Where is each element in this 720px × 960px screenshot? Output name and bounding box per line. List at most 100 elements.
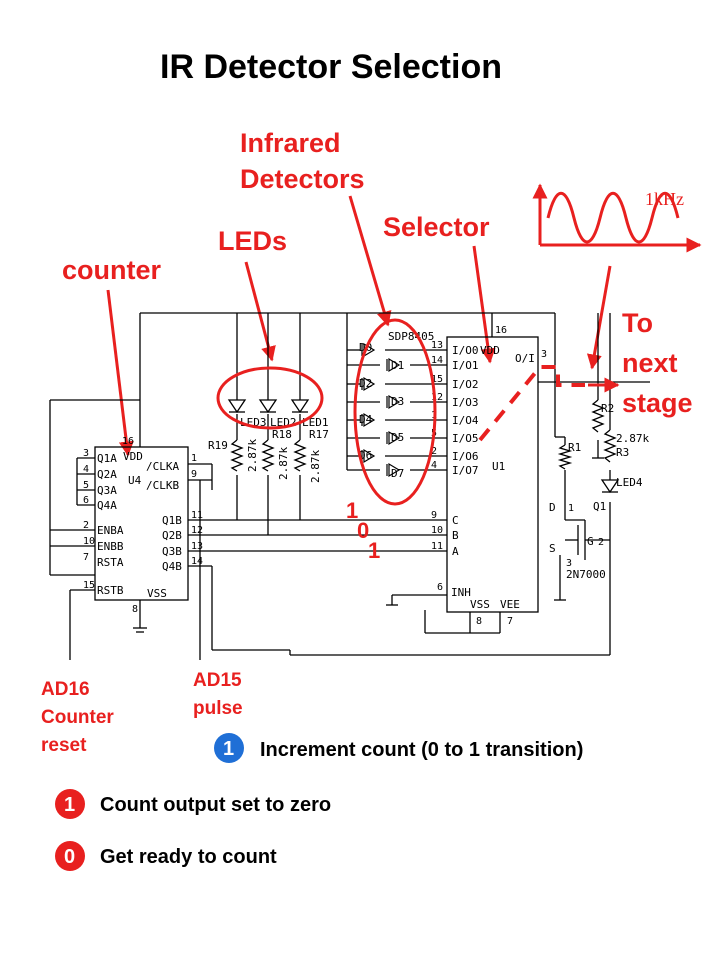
photodiode-icon [386,357,401,373]
bit-b: 0 [357,518,369,543]
mux-input-label: I/O0 [452,344,479,357]
photodiode-icon [386,430,401,446]
ad16-line2: Counter [41,707,114,728]
mux-chip: I/O013I/O114I/O215I/O312I/O41I/O55I/O62I… [431,325,547,627]
r19-value: 2.87k [246,439,259,472]
leds-ellipse [216,366,324,430]
r18-label: R18 [272,428,292,441]
ad16-line3: reset [41,735,87,756]
badge-1-red [55,789,85,819]
mosfet-part: 2N7000 [566,568,606,581]
d4-label: D4 [359,413,373,426]
mux-inh-pin: 6 [437,582,443,593]
mux-input-label: I/O4 [452,414,479,427]
r17-label: R17 [309,428,329,441]
counter-clkb: /CLKB [146,479,179,492]
mux-input-pin: 4 [431,460,437,471]
mux-select-label: A [452,545,459,558]
sine-wave [546,192,680,244]
detector-part: SDP8405 [388,330,434,343]
photodiode-icon [361,412,376,428]
legend-ready-text: Get ready to count [100,846,277,868]
badge-1-blue [214,733,244,763]
legend-item-ready: 0 Get ready to count [55,841,277,871]
counter-left-pin-label: RSTA [97,556,124,569]
photodiode-symbols [361,342,401,478]
led4-label: LED4 [616,476,643,489]
mux-input-label: I/O5 [452,432,479,445]
legend-item-increment: 1 Increment count (0 to 1 transition) [214,733,583,763]
sine-arrow [586,265,612,370]
detector-labels: SDP8405 D0 D1 D2 D3 D4 D5 D6 D7 [359,330,434,480]
counter-clka-pin: 1 [191,453,197,464]
counter-clka: /CLKA [146,460,179,473]
mux-input-label: I/O7 [452,464,479,477]
counter-right-pin-number: 13 [191,541,203,552]
leds-label: LEDs [218,226,287,256]
mux-ref: U1 [492,460,505,473]
badge-0-red-text: 0 [64,846,75,868]
mux-vss: VSS [470,598,490,611]
infrared-label-line2: Detectors [240,164,365,194]
page-title: IR Detector Selection [160,48,502,86]
counter-vss: VSS [147,587,167,600]
bit-a: 1 [368,538,380,563]
counter-left-pin-number: 2 [83,520,89,531]
selector-label: Selector [383,212,490,242]
r3-value: 2.87k [616,432,649,445]
to-next-stage-line2: next [622,348,678,378]
mux-input-pin: 12 [431,392,443,403]
led-labels: LED3 LED2 LED1 R19 R18 R17 2.87k 2.87k 2… [208,416,329,483]
counter-left-pin-number: 15 [83,580,95,591]
resistors [230,399,617,472]
counter-left-pin-number: 10 [83,536,95,547]
ad15-line2: pulse [193,698,243,719]
photodiode-icon [361,376,376,392]
schematic-wiring [49,312,650,660]
sine-wave-inset: 1kHz [532,183,702,253]
mux-select-label: B [452,529,459,542]
counter-right-pin-label: Q3B [162,545,182,558]
counter-label: counter [62,255,162,285]
mux-out-pin: 3 [541,349,547,360]
mux-out: O/I [515,352,535,365]
mux-input-pin: 15 [431,374,443,385]
detectors-arrow [348,195,392,327]
counter-left-pin-label: ENBA [97,524,124,537]
counter-left-pin-label: Q2A [97,468,117,481]
r2-label: R2 [601,402,614,415]
mux-input-label: I/O1 [452,359,479,372]
mux-vee: VEE [500,598,520,611]
counter-right-pin-label: Q4B [162,560,182,573]
gate-label: G [587,535,594,548]
source-pin: 3 [566,558,572,569]
to-next-stage-line3: stage [622,388,693,418]
counter-left-pin-number: 4 [83,464,89,475]
d2-label: D2 [359,377,372,390]
infrared-label-line1: Infrared [240,128,341,158]
counter-left-pin-number: 7 [83,552,89,563]
mux-select-pin: 9 [431,510,437,521]
selector-arrow [472,245,496,364]
counter-right-pin-label: Q2B [162,529,182,542]
counter-vdd: VDD [123,450,143,463]
mux-inh: INH [451,586,471,599]
q1-label: Q1 [593,500,606,513]
counter-left-pin-label: Q1A [97,452,117,465]
d1-label: D1 [391,359,404,372]
counter-right-pin-number: 14 [191,556,203,567]
to-next-stage-line1: To [622,308,653,338]
mux-input-label: I/O3 [452,396,479,409]
r17-value: 2.87k [309,450,322,483]
ad15-line1: AD15 [193,670,242,691]
photodiode-icon [386,462,401,478]
counter-right-pin-number: 11 [191,510,203,521]
counter-left-pin-label: Q3A [97,484,117,497]
r19-label: R19 [208,439,228,452]
legend-increment-text: Increment count (0 to 1 transition) [260,739,583,761]
source-label: S [549,542,556,555]
drain-pin: 1 [568,503,574,514]
counter-left-pin-label: ENBB [97,540,124,553]
counter-left-pin-number: 6 [83,495,89,506]
